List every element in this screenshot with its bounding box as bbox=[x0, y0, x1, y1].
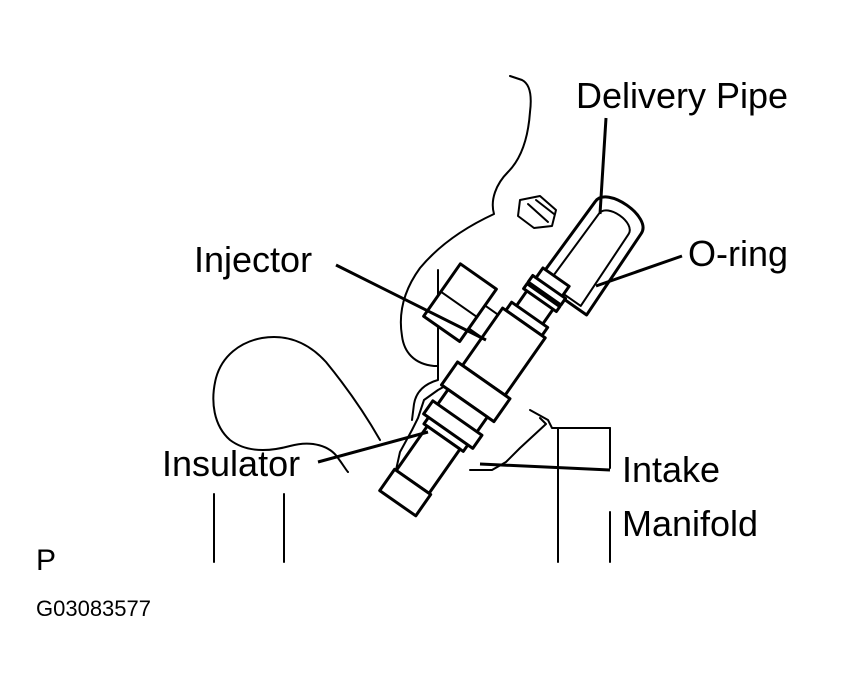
injector-label: Injector bbox=[194, 239, 312, 280]
figure-code: G03083577 bbox=[36, 596, 151, 621]
manifold-flange-outline-right bbox=[529, 409, 611, 429]
delivery-pipe-leader bbox=[598, 117, 608, 215]
bolt-block bbox=[517, 195, 557, 229]
bolt-hatch bbox=[527, 199, 555, 223]
delivery-pipe-label: Delivery Pipe bbox=[576, 75, 788, 116]
o-ring-leader bbox=[595, 254, 683, 288]
insulator-leader bbox=[317, 430, 429, 464]
insulator-label: Insulator bbox=[162, 443, 300, 484]
o-ring-label: O-ring bbox=[688, 233, 788, 274]
intake-manifold-label-line1: Intake bbox=[622, 449, 720, 490]
intake-manifold-label-line2: Manifold bbox=[622, 503, 758, 544]
cylinder-head-outline bbox=[399, 75, 532, 421]
intake-port-outline bbox=[212, 336, 381, 473]
intake-manifold-leader bbox=[479, 462, 611, 472]
view-letter: P bbox=[36, 544, 56, 577]
injector-leader bbox=[335, 263, 487, 342]
injector-body bbox=[378, 262, 571, 518]
